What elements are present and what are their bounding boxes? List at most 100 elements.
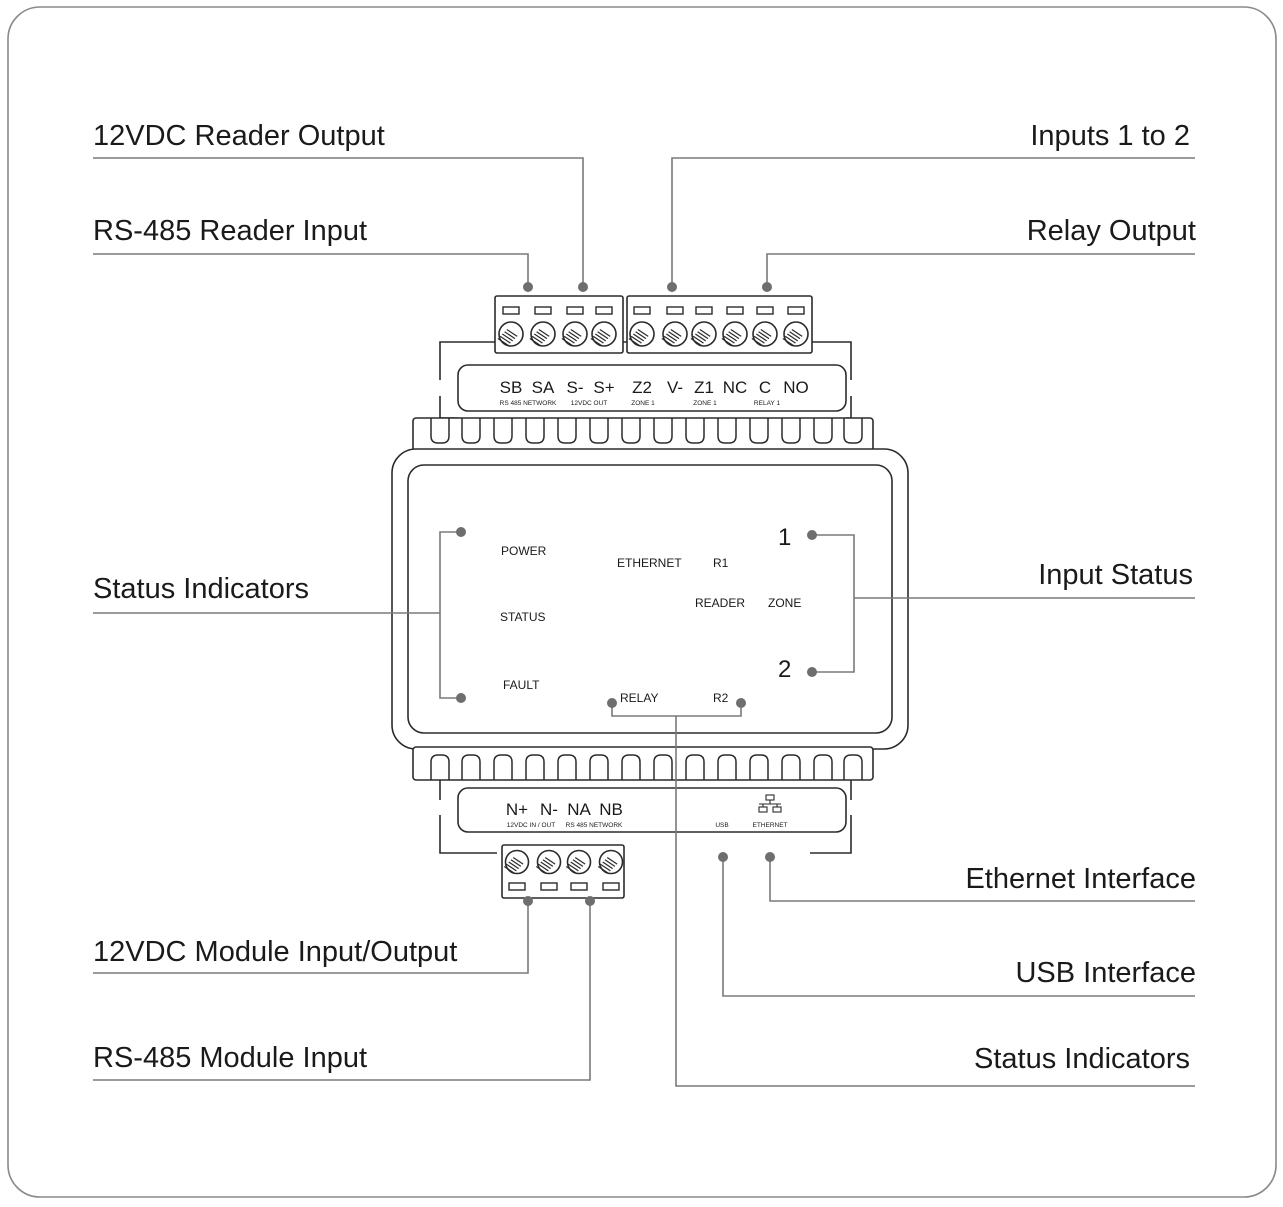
screw-icon (590, 321, 617, 347)
callout-relay-output: Relay Output (1027, 215, 1196, 247)
zone-1-number: 1 (778, 524, 791, 551)
fin-slot (493, 754, 513, 780)
fin-slot (813, 754, 833, 780)
top-terminal-labels: SB SA S- S+ Z2 V- Z1 NC C NO RS 485 NETW… (500, 378, 809, 407)
fin-slot (749, 418, 769, 444)
callout-status-indicators-left: Status Indicators (93, 573, 309, 605)
screw-icon (597, 849, 624, 875)
terminal-slot (502, 306, 520, 315)
callout-ethernet-interface: Ethernet Interface (965, 863, 1196, 895)
top-fin-slots (430, 418, 863, 444)
terminal-label-nc: NC (723, 378, 748, 397)
fin-slot (589, 418, 609, 444)
terminal-slot (787, 306, 805, 315)
screw-icon (497, 321, 524, 347)
fin-slot (430, 754, 450, 780)
screw-icon (561, 321, 588, 347)
fin-slot (621, 418, 641, 444)
fin-slot (843, 418, 863, 444)
top-terminal-screws (497, 306, 809, 347)
fin-slot (685, 418, 705, 444)
usb-port-label: USB (715, 822, 728, 829)
fin-slot (781, 754, 801, 780)
fin-slot (589, 754, 609, 780)
leader-dots (456, 282, 817, 906)
callout-labels: 12VDC Reader Output RS-485 Reader Input … (93, 120, 1196, 1075)
relay-led-label: RELAY (620, 691, 658, 705)
fin-slot (557, 754, 577, 780)
callout-rs485-reader-input: RS-485 Reader Input (93, 215, 367, 247)
device-body (391, 341, 909, 854)
terminal-label-c: C (759, 378, 771, 397)
fin-slot (843, 754, 863, 780)
terminal-label-nb: NB (599, 800, 623, 819)
terminal-slot (595, 306, 613, 315)
terminal-label-z1: Z1 (694, 378, 714, 397)
callout-12vdc-module-io: 12VDC Module Input/Output (93, 936, 457, 968)
group-label-zone-z2: ZONE 1 (631, 400, 655, 407)
fin-slot (717, 418, 737, 444)
terminal-label-sb: SB (500, 378, 523, 397)
fin-slot (781, 418, 801, 444)
fin-slot (813, 418, 833, 444)
fin-slot (430, 418, 450, 444)
fin-slot (621, 754, 641, 780)
terminal-slot (508, 882, 526, 891)
network-icon (758, 794, 782, 813)
fin-slot (749, 754, 769, 780)
terminal-label-v-minus: V- (667, 378, 683, 397)
terminal-label-no: NO (783, 378, 809, 397)
callout-12vdc-reader-output: 12VDC Reader Output (93, 120, 385, 152)
terminal-label-s-plus: S+ (593, 378, 614, 397)
screw-icon (503, 849, 530, 875)
screw-icon (782, 321, 809, 347)
ethernet-port-label: ETHERNET (752, 822, 787, 829)
terminal-label-sa: SA (532, 378, 555, 397)
fin-slot (717, 754, 737, 780)
group-label-rs485-network-bottom: RS 485 NETWORK (566, 822, 623, 829)
r2-led-label: R2 (713, 691, 729, 705)
ethernet-led-label: ETHERNET (617, 556, 682, 570)
bottom-terminal-screws (503, 849, 624, 891)
callout-usb-interface: USB Interface (1015, 957, 1196, 989)
fin-slot (461, 754, 481, 780)
terminal-slot (570, 882, 588, 891)
fin-slot (461, 418, 481, 444)
bottom-fin-slots (430, 754, 863, 780)
bottom-terminal-labels: N+ N- NA NB 12VDC IN / OUT RS 485 NETWOR… (506, 800, 788, 829)
front-panel-labels: POWER STATUS FAULT ETHERNET R1 READER ZO… (500, 524, 801, 705)
screw-icon (690, 321, 717, 347)
bottom-terminal-block (501, 844, 625, 899)
terminal-label-s-minus: S- (567, 378, 584, 397)
screw-icon (628, 321, 655, 347)
group-label-12vdc-out: 12VDC OUT (571, 400, 608, 407)
terminal-label-n-plus: N+ (506, 800, 528, 819)
fin-slot (525, 754, 545, 780)
r1-led-label: R1 (713, 556, 729, 570)
terminal-slot (756, 306, 774, 315)
screw-icon (751, 321, 778, 347)
group-label-12vdc-in-out: 12VDC IN / OUT (507, 822, 555, 829)
screw-icon (661, 321, 688, 347)
power-led-label: POWER (501, 544, 547, 558)
terminal-slot (633, 306, 651, 315)
callout-status-indicators-bottom: Status Indicators (974, 1043, 1190, 1075)
zone-led-label: ZONE (768, 596, 801, 610)
screw-icon (721, 321, 748, 347)
fin-slot (493, 418, 513, 444)
callout-inputs-1-to-2: Inputs 1 to 2 (1030, 120, 1190, 152)
fin-slot (653, 754, 673, 780)
terminal-slot (695, 306, 713, 315)
group-label-relay: RELAY 1 (754, 400, 781, 407)
callout-input-status: Input Status (1038, 559, 1193, 591)
screw-icon (535, 849, 562, 875)
fin-slot (653, 418, 673, 444)
screw-icon (529, 321, 556, 347)
terminal-slot (534, 306, 552, 315)
leader-lines (93, 157, 1195, 1087)
status-led-label: STATUS (500, 610, 546, 624)
terminal-slot (566, 306, 584, 315)
fault-led-label: FAULT (503, 678, 540, 692)
